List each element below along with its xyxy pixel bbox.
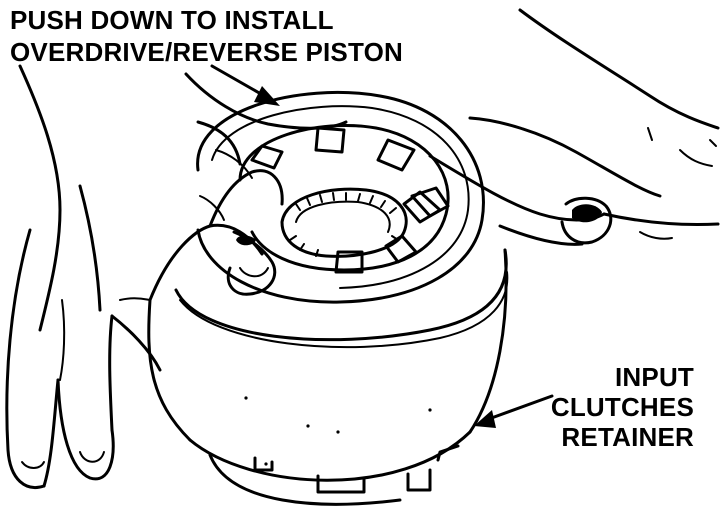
retainer-leader-arrow xyxy=(474,394,554,428)
push-down-callout-line-1: PUSH DOWN TO INSTALL xyxy=(10,5,334,35)
retainer-callout-line-2: CLUTCHES xyxy=(550,392,694,422)
right-hand-drawing xyxy=(428,8,720,246)
left-hand-drawing xyxy=(5,64,348,489)
push-down-callout-line-2: OVERDRIVE/REVERSE PISTON xyxy=(10,37,403,67)
input-clutches-retainer-drawing xyxy=(147,248,509,506)
overdrive-reverse-piston-drawing xyxy=(196,90,485,304)
input-clutches-retainer-callout: INPUT CLUTCHES RETAINER xyxy=(551,362,694,452)
retainer-callout-line-1: INPUT xyxy=(615,362,694,392)
piston-leader-arrow xyxy=(210,64,280,106)
push-down-piston-callout: PUSH DOWN TO INSTALL OVERDRIVE/REVERSE P… xyxy=(10,4,403,68)
retainer-callout-line-3: RETAINER xyxy=(561,422,694,452)
